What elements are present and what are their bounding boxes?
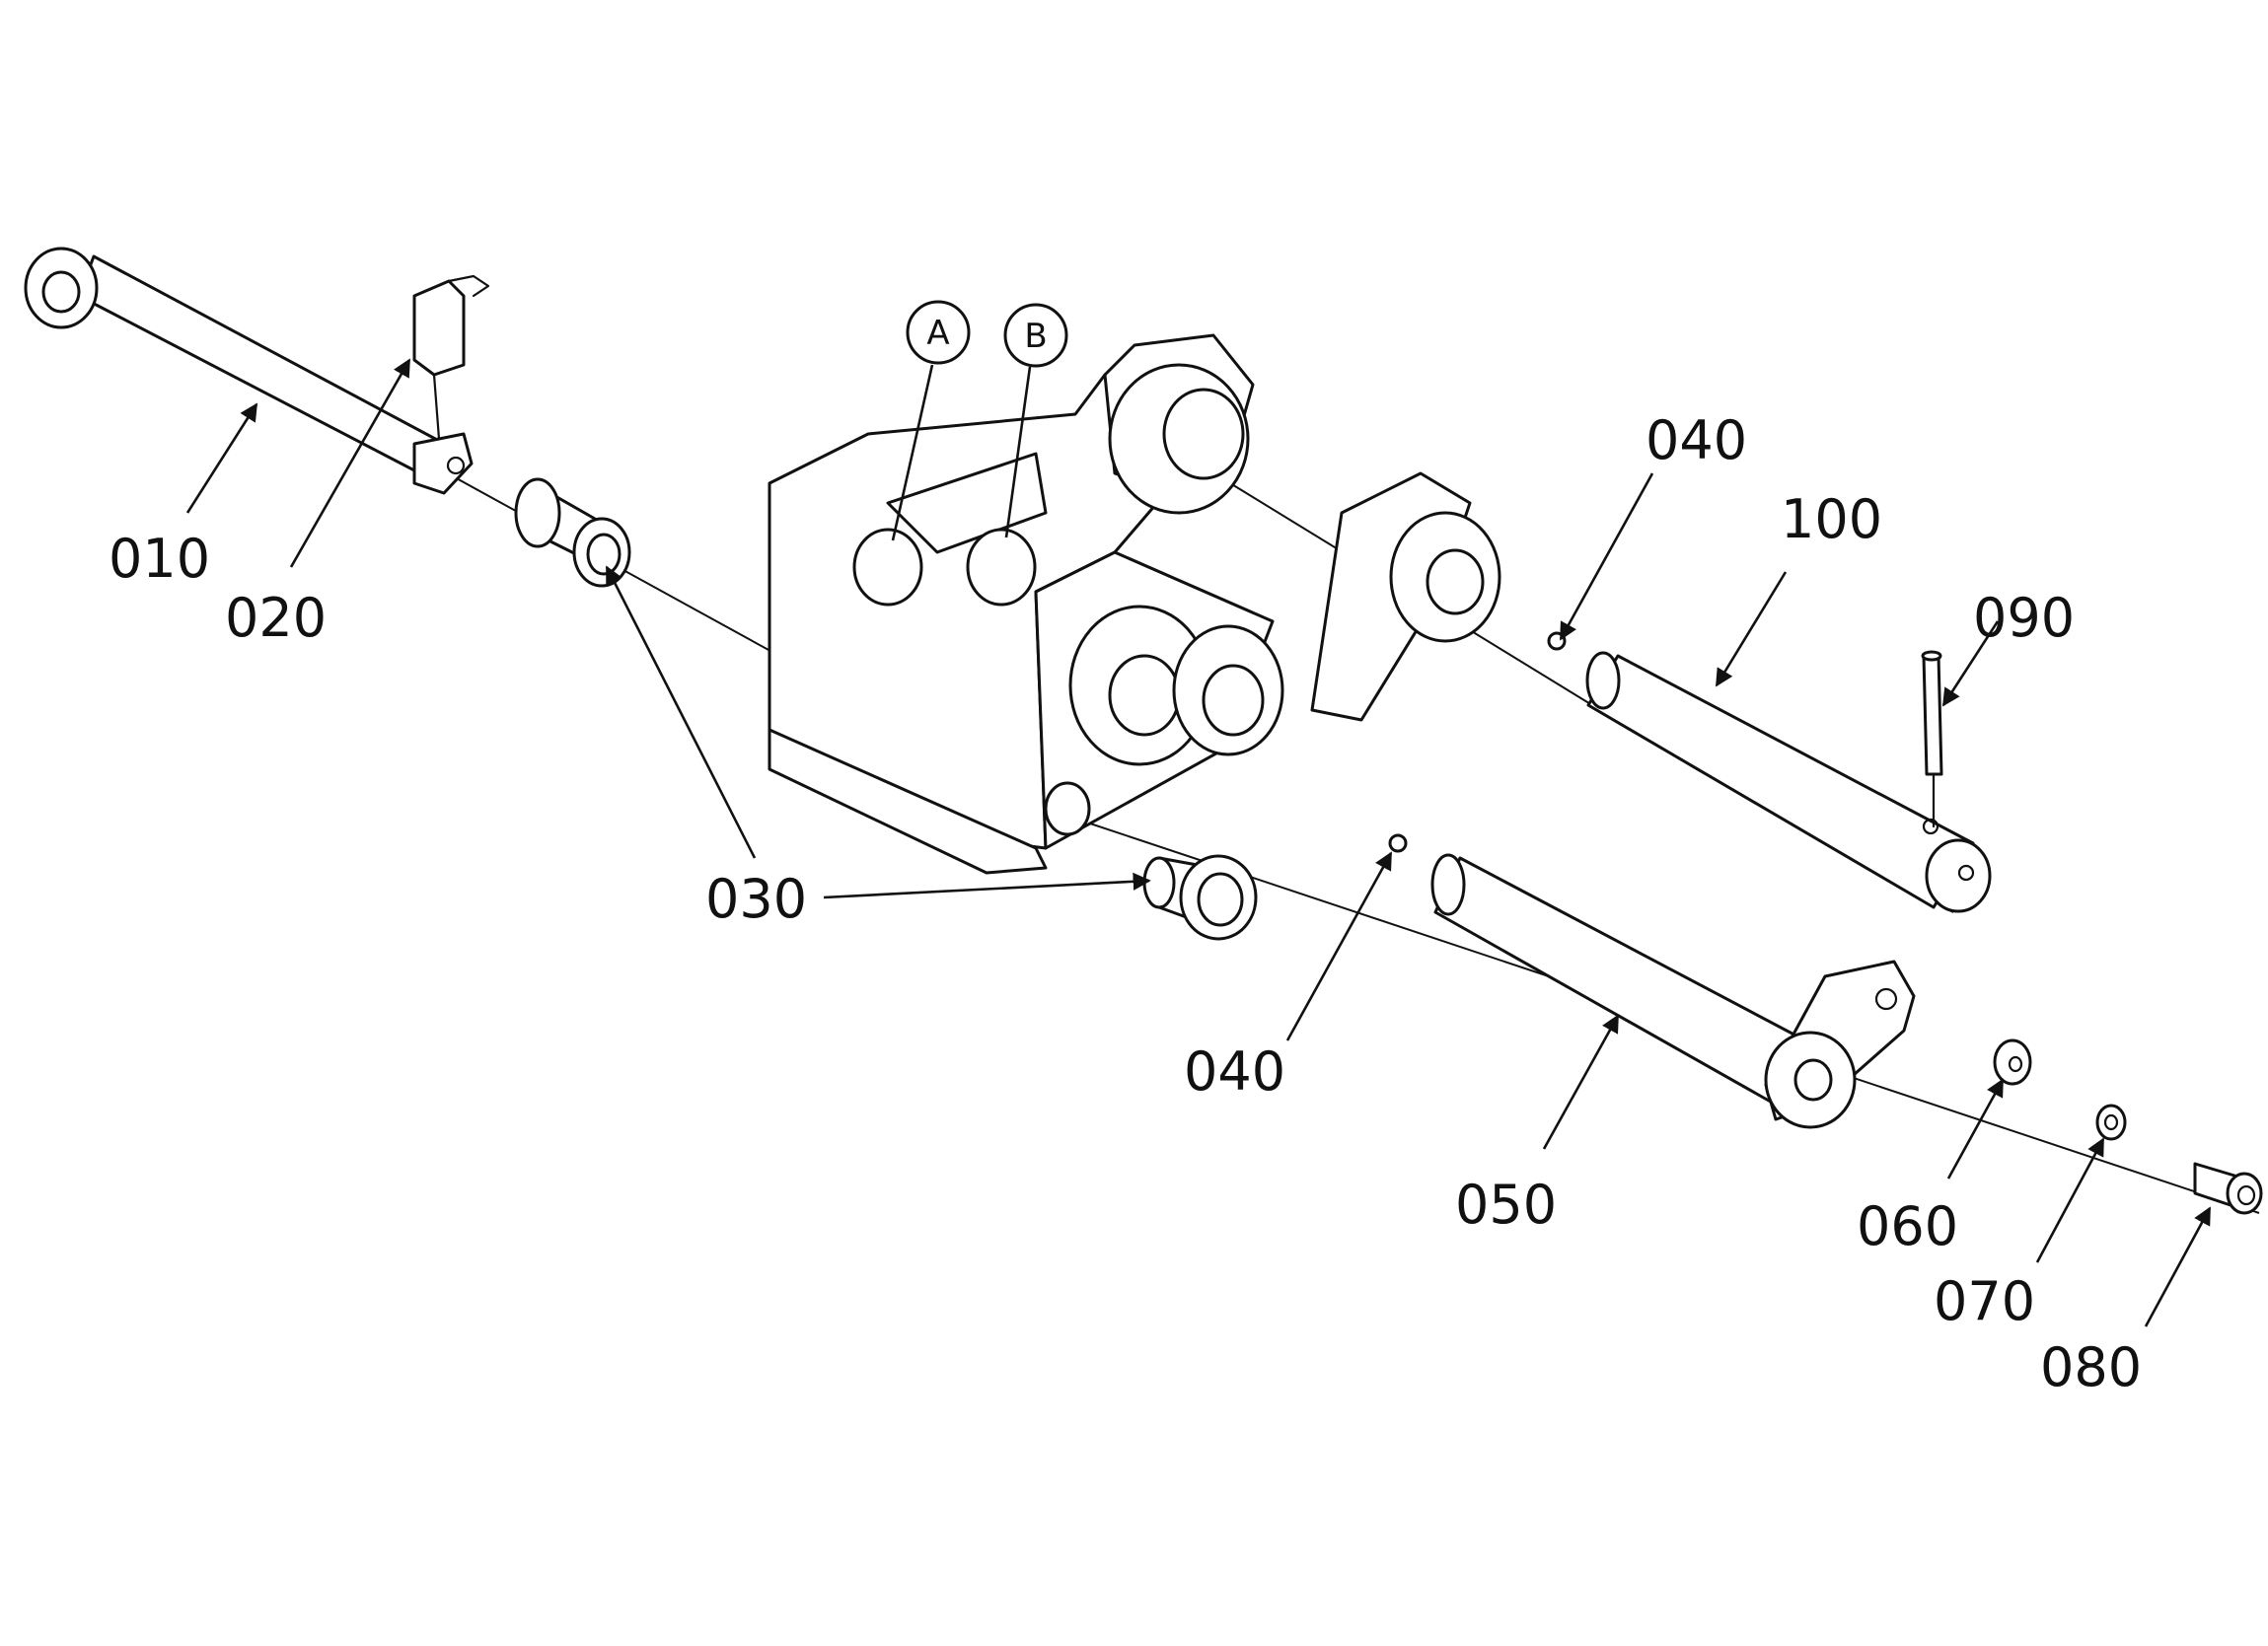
callout-040-lower: 040	[1184, 1040, 1285, 1103]
roll-pin-090	[1921, 650, 1943, 828]
grease-nipple-040-lower	[1388, 833, 1408, 853]
callout-040-upper: 040	[1646, 409, 1747, 471]
callout-010: 010	[109, 528, 210, 590]
bracket-body	[768, 333, 1501, 875]
svg-text:A: A	[926, 314, 949, 353]
callout-020: 020	[225, 587, 327, 649]
callout-leaders	[185, 358, 2212, 1327]
bushing-030-right	[1142, 854, 1258, 941]
callout-100: 100	[1781, 488, 1882, 550]
callout-030: 030	[705, 868, 807, 930]
reference-a: A	[891, 300, 971, 541]
washer-060	[1993, 1038, 2032, 1086]
callout-labels: 010 020 030 040 040 050 060 070 080 090 …	[109, 409, 2142, 1398]
svg-text:B: B	[1024, 317, 1047, 356]
pin-010	[24, 247, 474, 495]
callout-090: 090	[1973, 587, 2075, 649]
reference-b: B	[1003, 303, 1068, 538]
pin-050	[1430, 853, 1916, 1129]
callout-070: 070	[1934, 1270, 2035, 1332]
clip-020	[412, 274, 490, 441]
pin-100	[1585, 651, 1992, 913]
callout-080: 080	[2040, 1336, 2142, 1398]
bushing-030-left	[514, 477, 631, 588]
bolt-080	[2193, 1162, 2263, 1215]
lock-washer-070	[2095, 1104, 2127, 1141]
callout-060: 060	[1857, 1195, 1958, 1257]
callout-050: 050	[1455, 1174, 1557, 1236]
